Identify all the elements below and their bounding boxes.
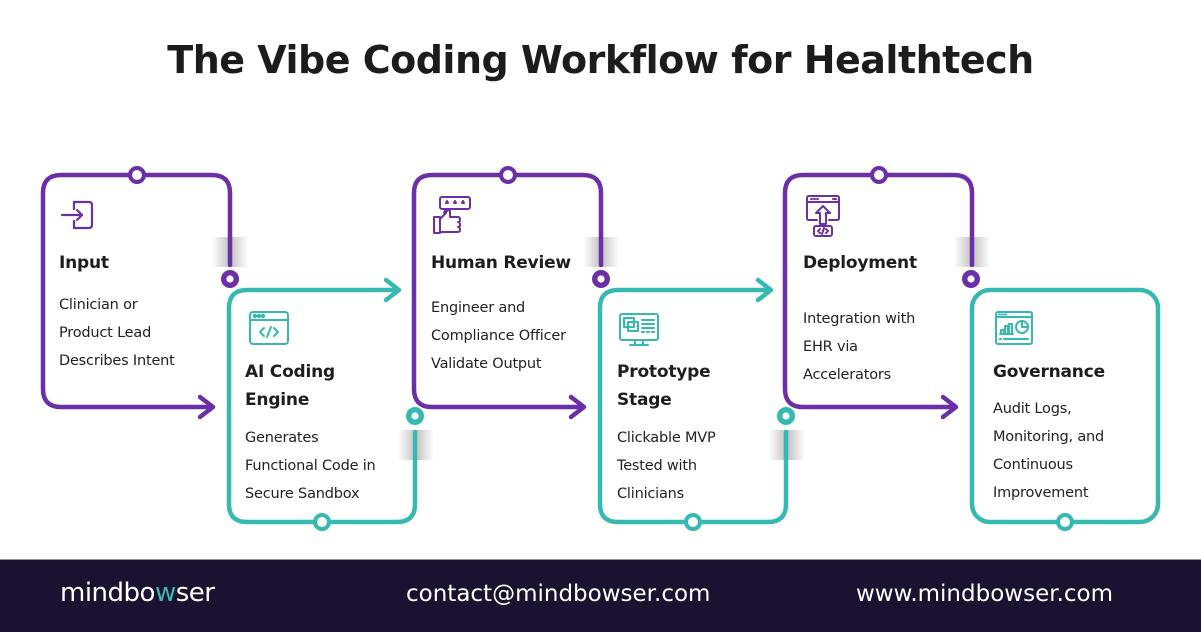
step-box-governance (969, 287, 1161, 531)
step-description: Audit Logs, Monitoring, and Continuous I… (993, 401, 1105, 501)
footer-bar: mindbowser contact@mindbowser.com www.mi… (0, 559, 1201, 632)
step-title: AI Coding Engine (245, 362, 336, 410)
deploy-upload-icon (805, 194, 841, 237)
brand-logo-accent: w (154, 578, 176, 608)
brand-logo-text: mindbo (60, 578, 155, 608)
step-box-ai-coding-engine (226, 277, 434, 531)
brand-logo-text-end: ser (175, 578, 215, 608)
step-description: Clinician or Product Lead Describes Inte… (59, 297, 175, 369)
sign-in-icon (60, 197, 96, 233)
step-box-deployment (782, 166, 990, 420)
step-description: Engineer and Compliance Officer Validate… (431, 300, 566, 372)
step-description: Clickable MVP Tested with Clinicians (617, 430, 716, 502)
step-title: Human Review (431, 253, 571, 273)
step-description: Integration with EHR via Accelerators (803, 311, 916, 383)
contact-email-link[interactable]: contact@mindbowser.com (406, 581, 711, 607)
thumbs-up-rating-icon (432, 195, 471, 234)
step-title: Deployment (803, 253, 917, 273)
step-box-human-review (411, 166, 619, 420)
step-title: Governance (993, 362, 1105, 382)
page-title: The Vibe Coding Workflow for Healthtech (167, 38, 1034, 82)
analytics-dashboard-icon (994, 310, 1033, 346)
code-window-icon (248, 310, 289, 346)
step-box-input (40, 166, 248, 420)
step-description: Generates Functional Code in Secure Sand… (245, 430, 376, 502)
step-title: Prototype Stage (617, 362, 711, 410)
brand-logo[interactable]: mindbowser (60, 578, 215, 608)
step-box-prototype-stage (597, 277, 805, 531)
workflow-diagram (40, 166, 1161, 531)
website-link[interactable]: www.mindbowser.com (856, 581, 1113, 607)
step-title: Input (59, 253, 109, 273)
monitor-prototype-icon (618, 312, 659, 348)
